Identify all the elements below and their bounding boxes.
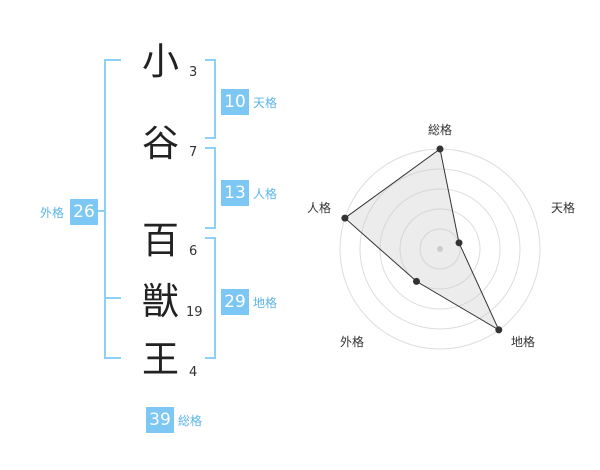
radar-grid-ring (399, 208, 481, 290)
name-char-4: 獣 (142, 280, 179, 323)
radar-axis-label-gaikaku: 外格 (340, 335, 365, 349)
radar-grid-ring (359, 168, 521, 330)
name-char-3: 百 (142, 219, 179, 262)
tenkaku-label: 天格 (253, 96, 278, 110)
name-char-5: 王 (142, 338, 179, 381)
radar-axis-label-chikaku: 地格 (511, 335, 536, 349)
radar-point-4 (341, 214, 349, 222)
radar-point-2 (495, 326, 503, 334)
name-char-2: 谷 (142, 122, 179, 165)
radar-point-3 (412, 277, 420, 285)
jinkaku-value: 13 (221, 180, 249, 206)
stroke-count-2: 7 (189, 145, 198, 160)
tenkaku-value: 10 (221, 89, 249, 115)
soukaku-label: 総格 (178, 414, 203, 428)
radar-center-dot (437, 246, 443, 252)
radar-axis-label-soukaku: 総格 (428, 123, 453, 137)
jinkaku-label: 人格 (253, 187, 278, 201)
radar-polygon (344, 148, 500, 332)
name-char-1: 小 (142, 40, 179, 83)
stroke-count-1: 3 (189, 65, 198, 80)
gaikaku-label: 外格 (40, 206, 65, 220)
radar-axis-label-jinkaku: 人格 (307, 201, 332, 215)
radar-point-1 (455, 239, 463, 247)
stroke-count-4: 19 (186, 305, 203, 320)
chikaku-label: 地格 (253, 296, 278, 310)
radar-grid-ring (419, 228, 461, 270)
soukaku-value: 39 (146, 407, 174, 433)
gaikaku-value: 26 (70, 199, 98, 225)
radar-axis-label-tenkaku: 天格 (551, 201, 576, 215)
chikaku-value: 29 (221, 289, 249, 315)
radar-point-0 (436, 145, 444, 153)
stroke-count-5: 4 (189, 365, 198, 380)
stroke-count-3: 6 (189, 244, 198, 259)
